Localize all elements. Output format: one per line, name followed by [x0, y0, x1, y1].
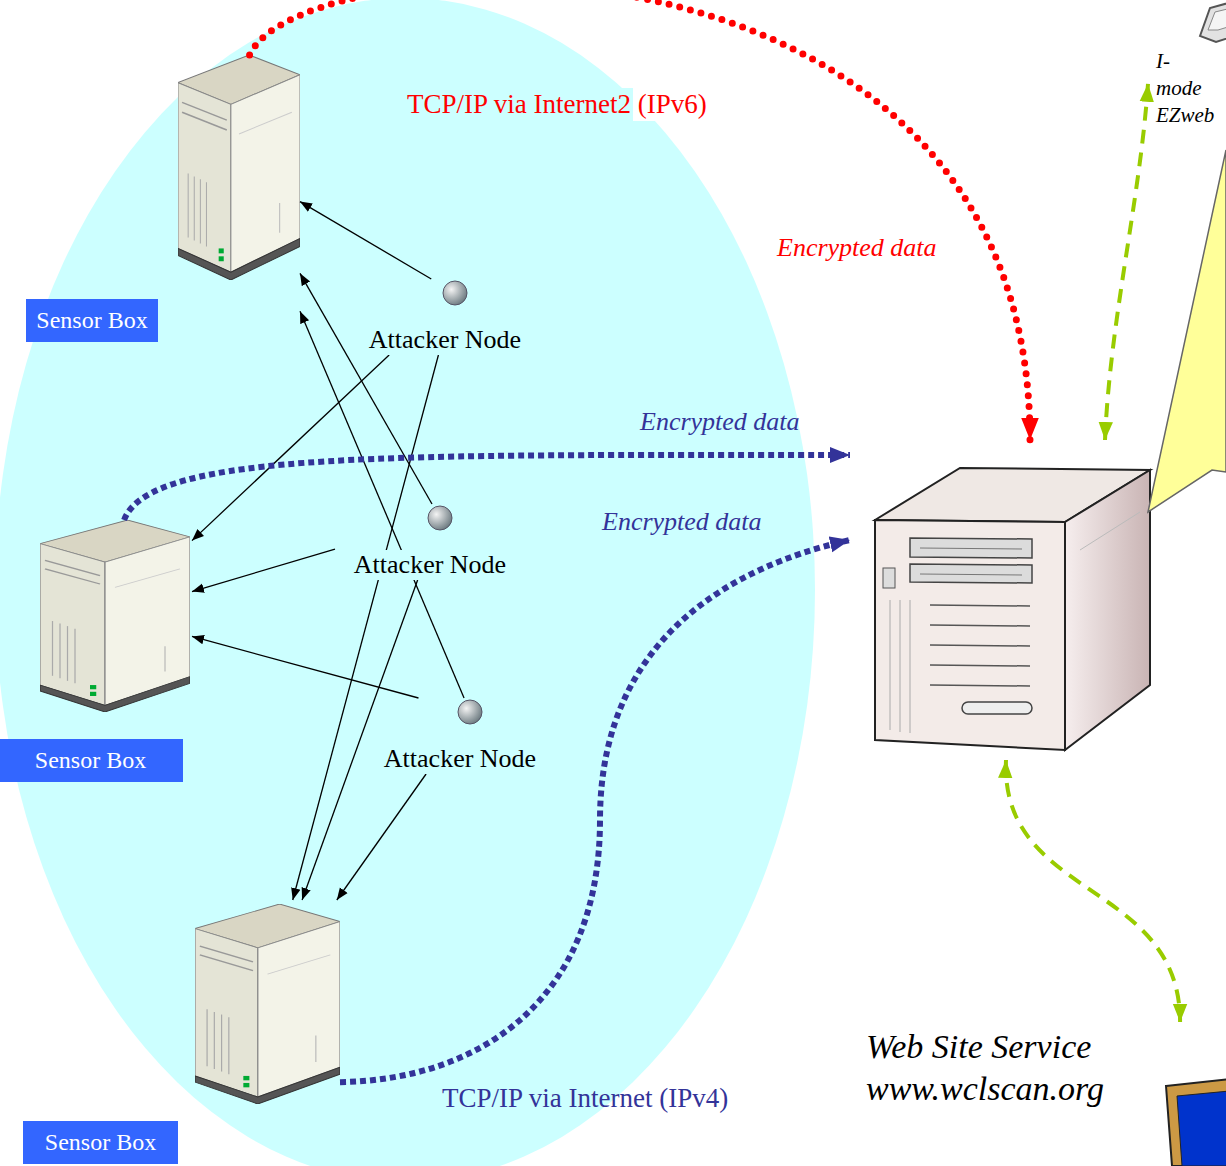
node-text: Attacker Node: [351, 550, 509, 580]
attack-arrow: [300, 202, 431, 279]
attack-arrow: [192, 549, 335, 591]
sensor-box: Sensor Box: [23, 900, 340, 1164]
edge-label: TCP/IP via Internet (IPv4): [440, 1082, 730, 1115]
attacker-node: Attacker Node: [335, 504, 525, 580]
attack-arrow: [337, 774, 426, 900]
attack-arrow: [293, 355, 439, 900]
sensor-box: Sensor Box: [0, 520, 192, 782]
attacker-node: Attacker Node: [365, 698, 555, 774]
annotation-label: Encrypted data: [638, 406, 802, 438]
central-server: [850, 440, 1150, 760]
web-client: Web Site Service www.wclscan.org: [858, 1022, 1224, 1164]
sensor-box: Sensor Box: [26, 55, 300, 342]
node-label: Sensor Box: [26, 299, 158, 342]
attack-arrow: [302, 580, 418, 900]
edge-label: TCP/IP via Internet2 (IPv6): [405, 88, 709, 121]
attack-arrow: [300, 311, 464, 698]
data-link: [340, 540, 850, 1082]
network-region: [0, 0, 815, 1166]
node-text: Attacker Node: [366, 325, 524, 355]
laptop: [1166, 1078, 1226, 1166]
attack-arrow: [192, 636, 418, 698]
attacker-dot: [458, 700, 482, 724]
sensor-server: [195, 904, 340, 1104]
data-link: [1105, 84, 1148, 440]
attack-arrow: [300, 273, 432, 504]
central-server: [875, 468, 1150, 750]
annotation-label: Encrypted data: [775, 232, 939, 264]
node-label: Sensor Box: [0, 739, 183, 782]
attacker-node: Attacker Node: [350, 279, 540, 355]
node-label: Sensor Box: [23, 1121, 178, 1164]
annotation-label: Encrypted data: [600, 506, 764, 538]
mobile-client: I-mode EZweb: [1148, 0, 1224, 129]
speech-callout: [1148, 150, 1226, 512]
node-text: I-mode EZweb: [1156, 48, 1214, 129]
sensor-server: [40, 520, 190, 712]
node-text: Web Site Service www.wclscan.org: [866, 1026, 1156, 1110]
sensor-server: [178, 55, 300, 280]
mobile-phone: [1200, 0, 1226, 42]
attack-arrow: [192, 355, 389, 541]
attacker-dot: [428, 506, 452, 530]
attacker-dot: [443, 281, 467, 305]
data-link: [1006, 760, 1180, 1022]
data-link: [250, 0, 1030, 440]
node-text: Attacker Node: [381, 744, 539, 774]
